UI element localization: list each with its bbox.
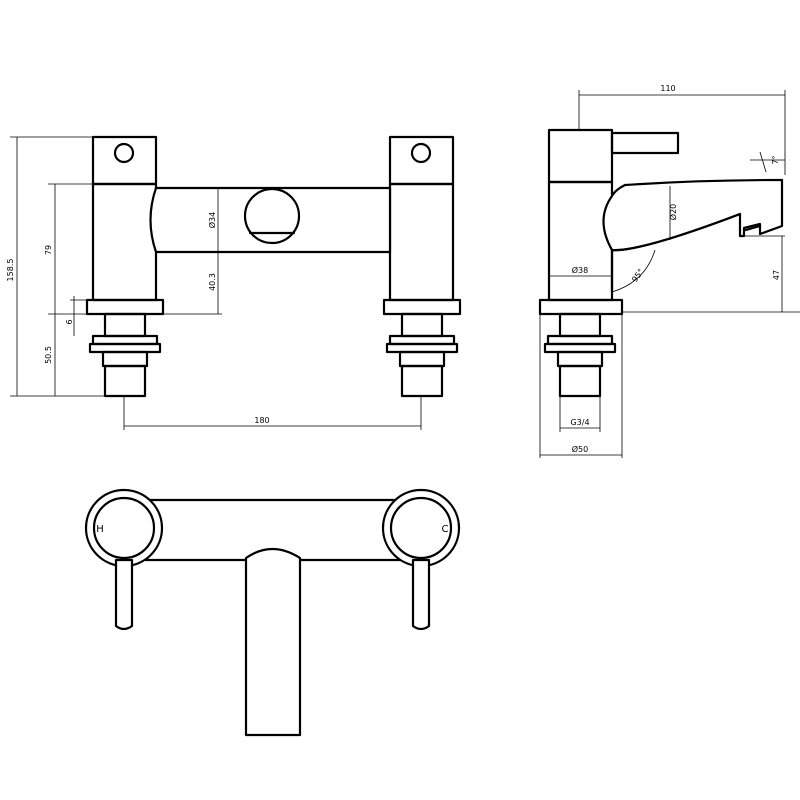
plan-hot-mark: H — [96, 524, 104, 535]
dim-centres: 180 — [254, 416, 269, 425]
plan-right-lever — [411, 558, 431, 631]
dim-angle: 95° — [630, 267, 646, 284]
dim-thread-size: G3/4 — [570, 418, 589, 427]
dim-thread-6: 6 — [65, 319, 74, 324]
side-dimensions: 110 7° Ø20 Ø38 95° 47 G3/4 — [539, 84, 800, 458]
dim-tilt: 7° — [771, 155, 780, 164]
side-lever — [610, 131, 680, 155]
right-valve-hole — [410, 142, 432, 164]
dim-reach: 110 — [660, 84, 675, 93]
side-body-top — [547, 128, 614, 184]
left-valve-hole — [113, 142, 135, 164]
dim-overall-height: 158.5 — [6, 259, 15, 282]
dim-40-3: 40.3 — [208, 273, 217, 291]
front-elevation-view: 158.5 79 50.5 6 Ø34 40.3 180 — [6, 135, 462, 430]
left-pillar-body — [91, 182, 158, 302]
side-fixing-kit — [543, 312, 617, 398]
plan-right-handle-inner — [389, 496, 453, 560]
right-fixing-kit — [385, 312, 459, 398]
dim-thread-length: 50.5 — [44, 346, 53, 364]
spout-outlet — [243, 187, 301, 245]
right-pillar-body — [388, 182, 455, 302]
left-fixing-kit — [88, 312, 162, 398]
side-elevation-view: 110 7° Ø20 Ø38 95° 47 G3/4 — [538, 84, 800, 458]
plan-cold-mark: C — [442, 524, 449, 535]
plan-left-lever — [114, 558, 134, 631]
plan-left-handle-inner — [92, 496, 156, 560]
dim-spout-diameter: Ø20 — [668, 204, 678, 220]
left-base-plate — [85, 298, 165, 316]
dim-body-diameter: Ø34 — [207, 212, 217, 228]
front-dimensions: 158.5 79 50.5 6 Ø34 40.3 180 — [6, 136, 422, 430]
plan-view: H C — [84, 488, 461, 737]
plan-spout — [244, 547, 302, 737]
bridge-body — [149, 186, 392, 254]
right-base-plate — [382, 298, 462, 316]
dim-flange-diameter: Ø50 — [572, 444, 588, 454]
side-body — [547, 180, 614, 302]
dim-spout-height: 47 — [772, 270, 781, 280]
dim-base-diameter: Ø38 — [572, 265, 588, 275]
side-base-plate — [538, 298, 624, 316]
dim-79: 79 — [44, 245, 53, 255]
